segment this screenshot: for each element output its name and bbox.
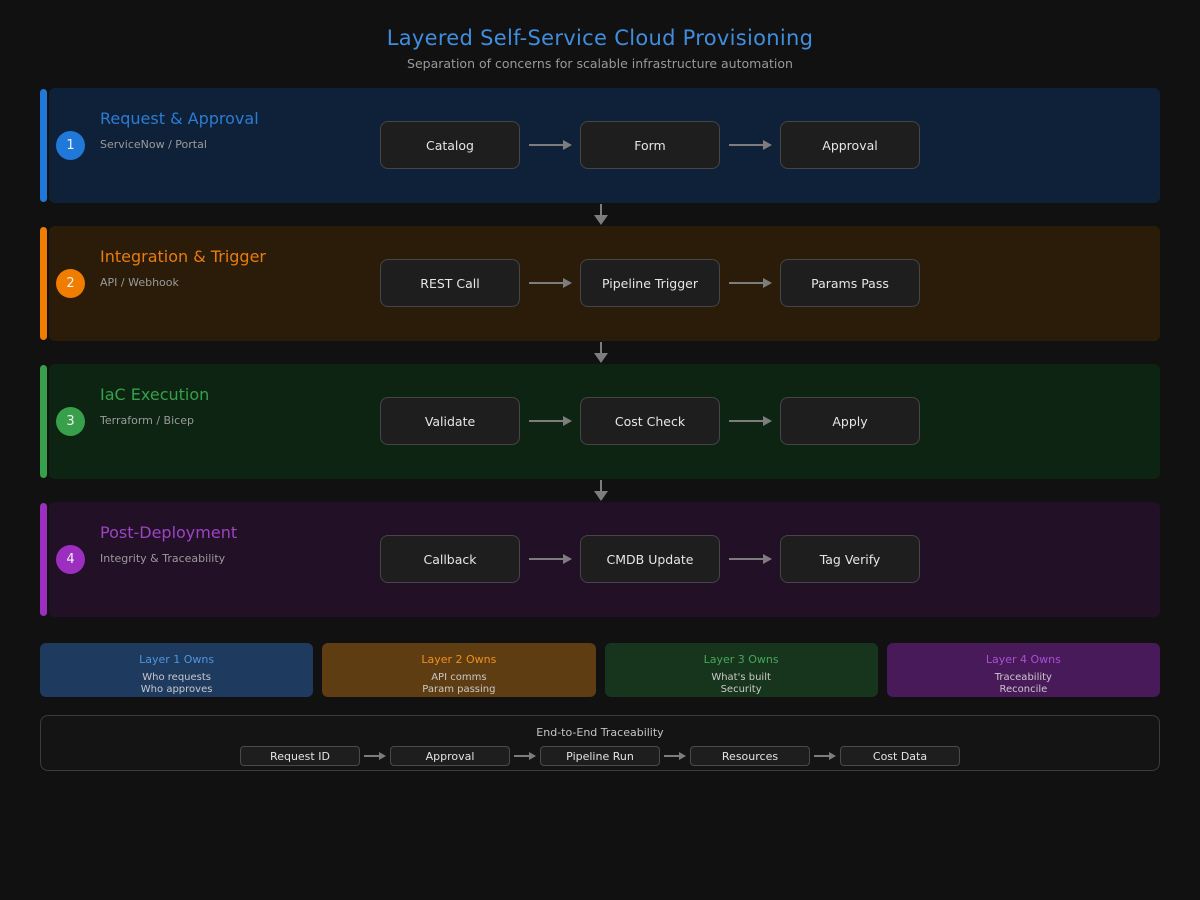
right-arrow-icon: [520, 535, 580, 583]
step-box-cmdb-update: CMDB Update: [580, 535, 720, 583]
step-box-catalog: Catalog: [380, 121, 520, 169]
right-arrow-icon: [510, 747, 540, 765]
step-box-rest-call: REST Call: [380, 259, 520, 307]
down-arrow-icon: [594, 342, 608, 363]
layer-steps: Validate Cost Check Apply: [380, 397, 920, 445]
layer-accent-bar: [40, 503, 47, 616]
layer-subtitle: Terraform / Bicep: [100, 414, 194, 427]
ownership-card-layer-1: Layer 1 Owns Who requests Who approves: [40, 643, 314, 697]
layer-steps: Catalog Form Approval: [380, 121, 920, 169]
ownership-row: Layer 1 Owns Who requests Who approves L…: [40, 643, 1160, 697]
step-box-cost-check: Cost Check: [580, 397, 720, 445]
layer-accent-bar: [40, 89, 47, 202]
layer-band-background: 4 Post-Deployment Integrity & Traceabili…: [49, 502, 1160, 617]
right-arrow-icon: [660, 747, 690, 765]
layer-title: Request & Approval: [100, 109, 259, 128]
step-box-validate: Validate: [380, 397, 520, 445]
ownership-card-title: Layer 1 Owns: [139, 653, 215, 666]
right-arrow-icon: [520, 259, 580, 307]
layer-header: Request & Approval ServiceNow / Portal: [100, 109, 259, 151]
step-box-apply: Apply: [780, 397, 920, 445]
ownership-card-layer-3: Layer 3 Owns What's built Security: [604, 643, 878, 697]
ownership-card-layer-2: Layer 2 Owns API comms Param passing: [322, 643, 596, 697]
layer-header: IaC Execution Terraform / Bicep: [100, 385, 209, 427]
layer-subtitle: ServiceNow / Portal: [100, 138, 207, 151]
ownership-card-line: API comms: [431, 672, 487, 683]
ownership-card-line: Who approves: [140, 684, 213, 695]
ownership-card-line: Param passing: [422, 684, 496, 695]
layer-band-background: 1 Request & Approval ServiceNow / Portal…: [49, 88, 1160, 203]
layer-steps: REST Call Pipeline Trigger Params Pass: [380, 259, 920, 307]
layer-subtitle: API / Webhook: [100, 276, 179, 289]
ownership-card-title: Layer 2 Owns: [421, 653, 497, 666]
step-box-form: Form: [580, 121, 720, 169]
step-box-callback: Callback: [380, 535, 520, 583]
trace-pill-resources: Resources: [690, 746, 810, 766]
layer-band-iac-execution: 3 IaC Execution Terraform / Bicep Valida…: [40, 364, 1160, 479]
ownership-card-line: Reconcile: [999, 684, 1048, 695]
layer-accent-bar: [40, 227, 47, 340]
trace-pill-request-id: Request ID: [240, 746, 360, 766]
down-arrow-icon: [594, 204, 608, 225]
ownership-card-line: What's built: [711, 672, 771, 683]
layer-subtitle: Integrity & Traceability: [100, 552, 226, 565]
traceability-steps: Request ID Approval Pipeline Run Resourc…: [41, 746, 1159, 766]
step-box-pipeline-trigger: Pipeline Trigger: [580, 259, 720, 307]
layer-band-background: 2 Integration & Trigger API / Webhook RE…: [49, 226, 1160, 341]
layer-title: Post-Deployment: [100, 523, 238, 542]
trace-pill-cost-data: Cost Data: [840, 746, 960, 766]
ownership-card-line: Who requests: [142, 672, 211, 683]
ownership-card-line: Security: [720, 684, 762, 695]
layer-number-badge: 4: [56, 545, 85, 574]
right-arrow-icon: [360, 747, 390, 765]
page-title: Layered Self-Service Cloud Provisioning: [386, 26, 814, 50]
layer-accent-bar: [40, 365, 47, 478]
right-arrow-icon: [720, 535, 780, 583]
layer-steps: Callback CMDB Update Tag Verify: [380, 535, 920, 583]
page-subtitle: Separation of concerns for scalable infr…: [407, 56, 793, 71]
right-arrow-icon: [810, 747, 840, 765]
trace-pill-pipeline-run: Pipeline Run: [540, 746, 660, 766]
layer-title: Integration & Trigger: [100, 247, 266, 266]
step-box-params-pass: Params Pass: [780, 259, 920, 307]
layer-band-post-deployment: 4 Post-Deployment Integrity & Traceabili…: [40, 502, 1160, 617]
layer-band-request-approval: 1 Request & Approval ServiceNow / Portal…: [40, 88, 1160, 203]
traceability-title: End-to-End Traceability: [536, 726, 664, 739]
layer-header: Integration & Trigger API / Webhook: [100, 247, 266, 289]
layer-header: Post-Deployment Integrity & Traceability: [100, 523, 237, 565]
layer-number-badge: 1: [56, 131, 85, 160]
step-box-tag-verify: Tag Verify: [780, 535, 920, 583]
right-arrow-icon: [520, 121, 580, 169]
trace-pill-approval: Approval: [390, 746, 510, 766]
right-arrow-icon: [720, 397, 780, 445]
right-arrow-icon: [720, 121, 780, 169]
ownership-card-layer-4: Layer 4 Owns Traceability Reconcile: [886, 643, 1160, 697]
right-arrow-icon: [720, 259, 780, 307]
step-box-approval: Approval: [780, 121, 920, 169]
down-arrow-icon: [594, 480, 608, 501]
right-arrow-icon: [520, 397, 580, 445]
layer-band-background: 3 IaC Execution Terraform / Bicep Valida…: [49, 364, 1160, 479]
layer-title: IaC Execution: [100, 385, 210, 404]
layer-number-badge: 2: [56, 269, 85, 298]
layer-band-integration-trigger: 2 Integration & Trigger API / Webhook RE…: [40, 226, 1160, 341]
traceability-panel: End-to-End Traceability Request ID Appro…: [40, 715, 1160, 771]
ownership-card-line: Traceability: [994, 672, 1052, 683]
ownership-card-title: Layer 4 Owns: [985, 653, 1061, 666]
layer-number-badge: 3: [56, 407, 85, 436]
ownership-card-title: Layer 3 Owns: [703, 653, 779, 666]
